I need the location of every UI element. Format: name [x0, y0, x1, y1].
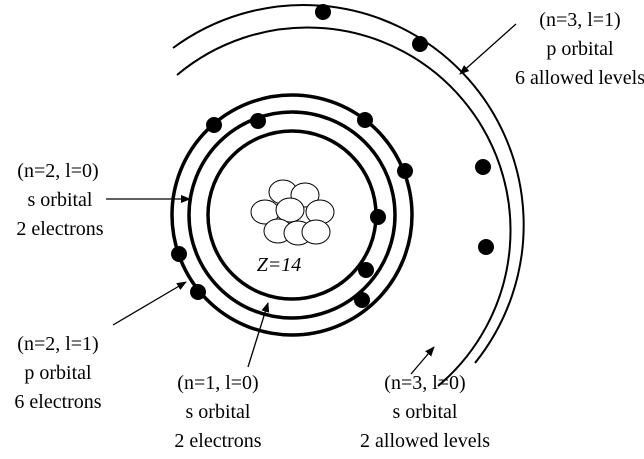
label-n2-l1: (n=2, l=1) p orbital 6 electrons: [14, 333, 101, 413]
electron-n2-l1: [357, 112, 373, 128]
electron-n1-l0: [358, 262, 374, 278]
electron-n3-l1: [412, 36, 428, 52]
arrow-n1-l0: [247, 302, 270, 368]
label-n3-l1: (n=3, l=1) p orbital 6 allowed levels: [515, 9, 644, 89]
label-n2-l1-orbital: p orbital: [24, 362, 92, 384]
label-n3-l1-quantum: (n=3, l=1): [539, 9, 620, 31]
label-n3-l0-quantum: (n=3, l=0): [384, 372, 465, 394]
orbit-n3-l1: [172, 4, 525, 364]
label-n2-l0-orbital: s orbital: [28, 189, 93, 211]
electron-n3-l1: [315, 4, 331, 20]
electron-n2-l1: [397, 163, 413, 179]
arrow-n3-l1: [459, 23, 517, 75]
electron-n2-l0: [171, 246, 187, 262]
label-n3-l0-occupancy: 2 allowed levels: [360, 430, 490, 452]
electron-n2-l1: [206, 117, 222, 133]
arrow-n2-l1: [112, 281, 187, 326]
nucleon: [301, 219, 331, 245]
nucleus: [250, 179, 335, 246]
label-n3-l0: (n=3, l=0) s orbital 2 allowed levels: [360, 372, 490, 452]
nucleon: [275, 197, 305, 223]
label-n1-l0-occupancy: 2 electrons: [174, 430, 261, 452]
orbit-n2-l0: [187, 110, 397, 320]
label-n2-l1-occupancy: 6 electrons: [14, 391, 101, 413]
label-n3-l1-occupancy: 6 allowed levels: [515, 67, 644, 89]
nucleus-label: Z=14: [257, 254, 302, 276]
electron-n2-l0: [370, 209, 386, 225]
electron-n2-l1: [354, 292, 370, 308]
label-n2-l0: (n=2, l=0) s orbital 2 electrons: [16, 160, 103, 240]
label-n3-l1-orbital: p orbital: [546, 38, 614, 60]
electron-n3-l0: [478, 239, 494, 255]
orbit-n2-l1: [170, 93, 414, 337]
arrow-n3-l0: [410, 346, 435, 375]
label-n2-l0-quantum: (n=2, l=0): [17, 160, 98, 182]
electron-n3-l0: [475, 159, 491, 175]
electrons: [171, 4, 494, 308]
electron-n2-l1: [190, 284, 206, 300]
label-n1-l0: (n=1, l=0) s orbital 2 electrons: [174, 372, 261, 452]
label-n1-l0-orbital: s orbital: [186, 401, 251, 423]
label-n2-l1-quantum: (n=2, l=1): [17, 333, 98, 355]
label-n2-l0-occupancy: 2 electrons: [16, 218, 103, 240]
label-n3-l0-orbital: s orbital: [393, 401, 458, 423]
orbit-n3-l0: [176, 26, 512, 387]
label-n1-l0-quantum: (n=1, l=0): [177, 372, 258, 394]
electron-n2-l1: [250, 113, 266, 129]
